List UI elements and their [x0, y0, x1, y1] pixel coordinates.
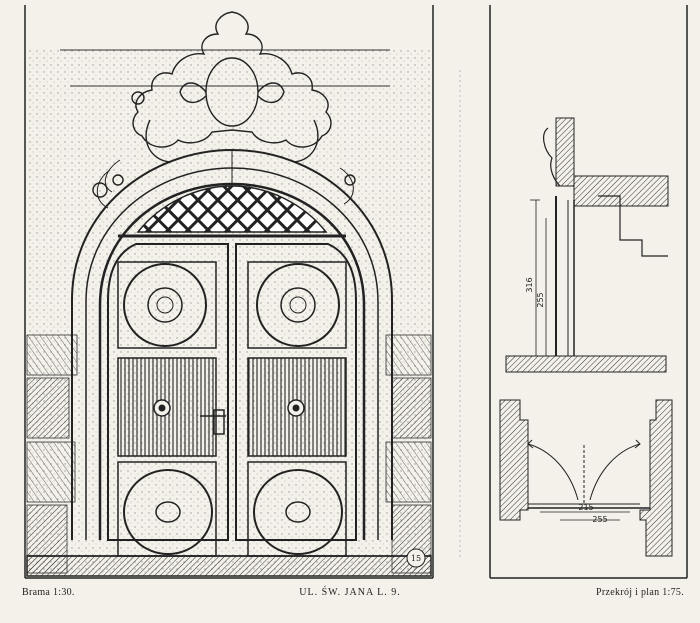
frame-right — [489, 5, 688, 579]
dim-height-inner: 255 — [536, 292, 545, 307]
caption-section-scale: Przekrój i plan 1:75. — [596, 587, 684, 598]
dim-width-inner: 255 — [592, 515, 607, 524]
cartouche-ornament — [92, 11, 356, 209]
section-drawing — [505, 117, 669, 373]
dim-height-outer: 316 — [525, 277, 534, 292]
door-right-leaf — [235, 243, 357, 557]
threshold — [26, 555, 432, 577]
door-left-leaf — [107, 243, 229, 557]
latch — [200, 409, 226, 435]
lattice-transom — [136, 185, 328, 233]
caption-title: UL. ŚW. JANA L. 9. — [299, 587, 401, 598]
plan-drawing — [499, 399, 673, 557]
monogram-text: 15 — [411, 554, 421, 563]
caption-gate-scale: Brama 1:30. — [22, 587, 75, 598]
monogram-seal — [406, 548, 426, 568]
dim-width-outer: 215 — [578, 503, 593, 512]
frame-left — [24, 5, 434, 579]
